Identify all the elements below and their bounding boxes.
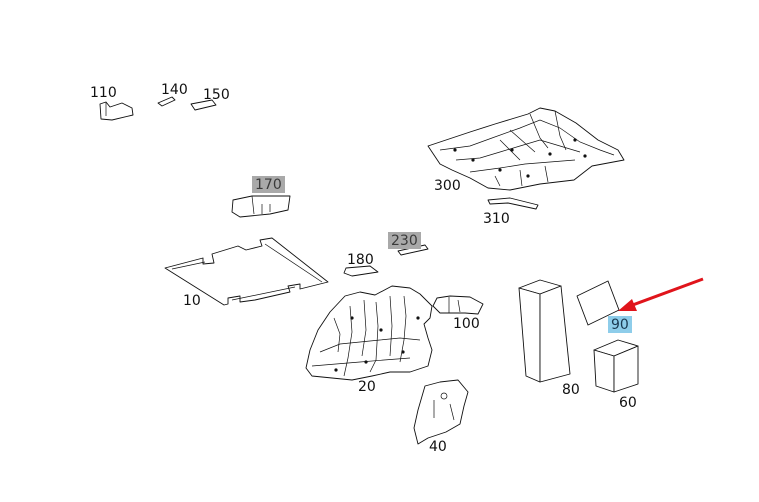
part-310-shape[interactable] (487, 197, 539, 210)
label-100[interactable]: 100 (453, 316, 480, 332)
part-20-shape[interactable] (305, 285, 433, 381)
label-10[interactable]: 10 (183, 293, 201, 309)
label-300[interactable]: 300 (434, 178, 461, 194)
part-10-shape[interactable] (164, 237, 329, 306)
label-20[interactable]: 20 (358, 379, 376, 395)
part-60-shape[interactable] (593, 339, 639, 393)
part-100-shape[interactable] (432, 295, 484, 315)
part-140-shape[interactable] (157, 96, 176, 107)
part-80-shape[interactable] (518, 279, 571, 383)
label-40[interactable]: 40 (429, 439, 447, 455)
part-170-shape[interactable] (231, 195, 291, 218)
label-170[interactable]: 170 (252, 176, 285, 193)
label-230[interactable]: 230 (388, 232, 421, 249)
label-310[interactable]: 310 (483, 211, 510, 227)
label-180[interactable]: 180 (347, 252, 374, 268)
part-90-shape[interactable] (576, 280, 620, 326)
label-80[interactable]: 80 (562, 382, 580, 398)
part-300-shape[interactable] (427, 107, 625, 191)
label-140[interactable]: 140 (161, 82, 188, 98)
part-150-shape[interactable] (190, 99, 217, 111)
label-110[interactable]: 110 (90, 85, 117, 101)
part-40-shape[interactable] (413, 379, 469, 445)
pointer-arrow-icon (618, 277, 704, 311)
label-150[interactable]: 150 (203, 87, 230, 103)
label-60[interactable]: 60 (619, 395, 637, 411)
label-90[interactable]: 90 (608, 316, 632, 333)
part-180-shape[interactable] (343, 265, 379, 277)
part-110-shape[interactable] (99, 101, 134, 121)
